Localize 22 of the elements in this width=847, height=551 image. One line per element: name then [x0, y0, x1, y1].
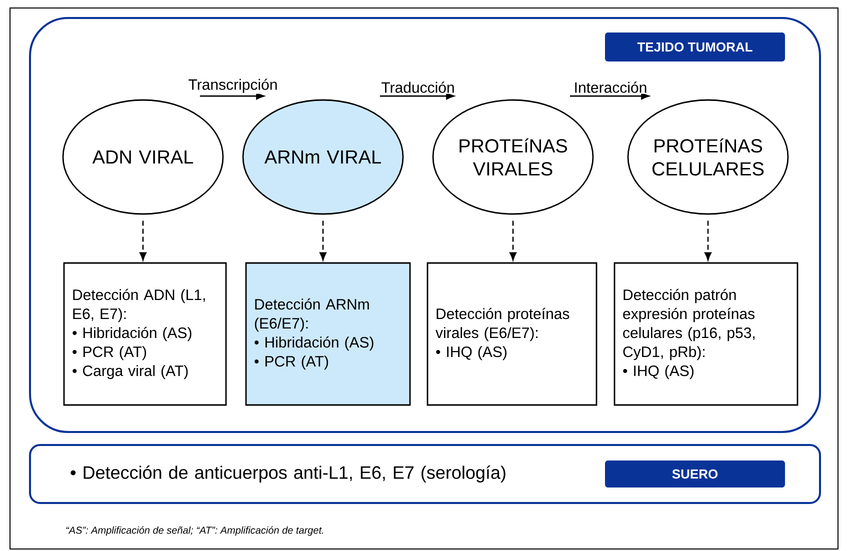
ellipse-node: PROTEíNAS VIRALES [432, 99, 594, 215]
dashed-arrow [510, 220, 516, 260]
arrow [570, 92, 650, 100]
panel-frame [29, 17, 821, 433]
title-badge: TEJIDO TUMORAL [605, 32, 785, 62]
arrow [200, 92, 264, 100]
ellipse-node: ARNm VIRAL [242, 99, 404, 215]
method-box: Detección ARNm (E6/E7): • Hibridación (AS) • PCR (AT) [245, 262, 411, 406]
arrow [380, 92, 454, 100]
dashed-arrow [140, 220, 146, 260]
title-badge: SUERO [605, 460, 785, 488]
edge-label: Interacción [572, 80, 648, 94]
method-box: Detección proteínas virales (E6/E7): • IHQ (AS) [426, 262, 598, 406]
dashed-arrow [704, 220, 712, 260]
footnote: “AS”: Amplificación de señal; “AT”: Amplificación de target. [66, 526, 324, 536]
edge-label: Traducción [380, 80, 456, 94]
method-box: Detección ADN (L1, E6, E7): • Hibridación (AS) • PCR (AT) • Carga viral (AT) [63, 262, 227, 406]
dashed-arrow [320, 220, 326, 260]
ellipse-node: ADN VIRAL [62, 99, 224, 215]
ellipse-node: PROTEíNAS CELULARES [627, 99, 789, 215]
edge-label: Transcripción [187, 78, 279, 94]
method-box: Detección patrón expresión proteínas celulares (p16, p53, CyD1, pRb): • IHQ (AS) [614, 262, 798, 406]
